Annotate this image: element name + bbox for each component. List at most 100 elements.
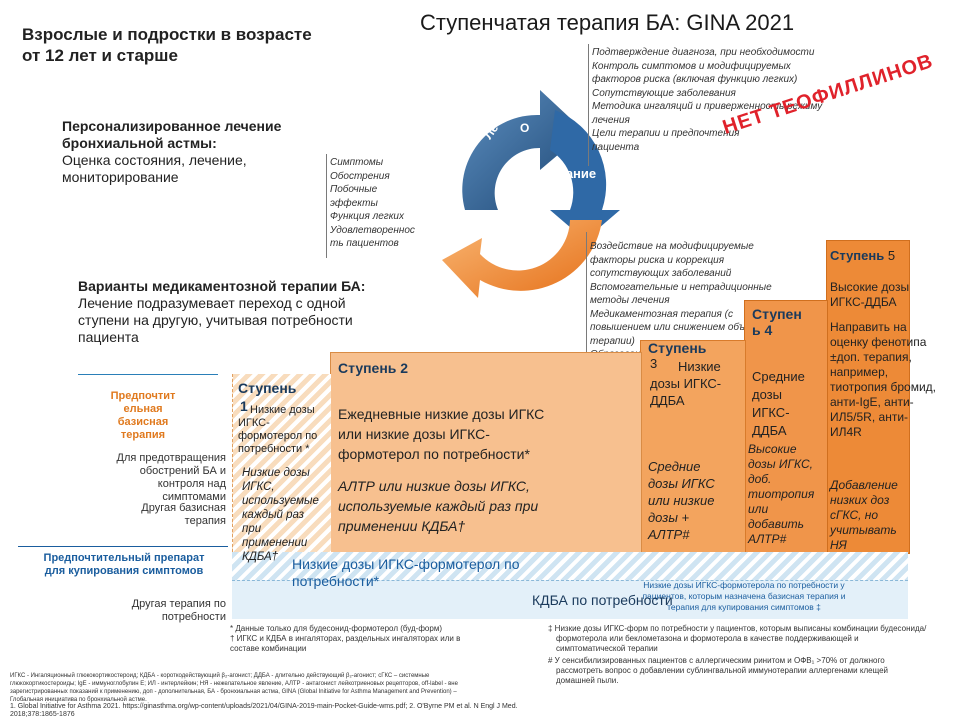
variants-block: Варианты медикаментозной терапии БА: Леч…: [78, 278, 398, 346]
footnote-line: * Данные только для будесонид-формотерол…: [230, 624, 442, 633]
footnote-line: † ИГКС и КДБА в ингаляторах, раздельных …: [230, 634, 461, 643]
step1-other-line: КДБА†: [242, 551, 279, 563]
step5-other-line: низких доз: [830, 493, 890, 507]
step1-preferred-line: потребности *: [238, 443, 310, 455]
step1-other-line: каждый раз: [242, 509, 305, 521]
step4-preferred-line: Средние: [752, 369, 805, 384]
step1-title: Ступень: [238, 380, 296, 396]
step5-other-line: сГКС, но: [830, 508, 879, 522]
preferred-basic-label: Предпочтит ельная базисная терапия: [88, 390, 198, 442]
preferred-reliever-label: Предпочтительный препарат для купировани…: [18, 552, 230, 578]
step4-other-line: АЛТР#: [748, 532, 787, 546]
preferred-basic-line: базисная: [117, 416, 169, 428]
other-reliever-line: потребности: [161, 611, 226, 623]
step5-other-line: Добавление: [830, 478, 898, 492]
step1-other-line: ИГКС,: [242, 481, 275, 493]
reliever-note-line: Низкие дозы ИГКС-формотерола по потребно…: [643, 580, 845, 590]
preferred-basic-line: ельная: [123, 403, 163, 415]
references: 1. Global Initiative for Asthma 2021. ht…: [10, 703, 770, 719]
step5-refer-line: Направить на: [830, 320, 907, 334]
patient-group-heading: Взрослые и подростки в возрасте от 12 ле…: [22, 25, 312, 65]
step1-preferred-line: ИГКС-: [238, 417, 270, 429]
step3-preferred: Низкие дозы ИГКС- ДДБА: [650, 358, 742, 409]
reliever-label-rule: [18, 546, 228, 547]
step3-title: Ступень: [648, 340, 707, 356]
step1-column: [232, 374, 331, 552]
step5-preferred: Высокие дозы ИГКС-ДДБА: [830, 280, 910, 310]
step5-refer-line: ИЛ4R: [830, 425, 862, 439]
assess-item: Сопутствующие заболевания: [592, 87, 736, 99]
step1-other-line: применении: [242, 537, 308, 549]
reliever-note-line: терапия для купирования симптомов ‡: [667, 602, 821, 612]
step1-other-line: при: [242, 523, 262, 535]
footnote-line: симптоматической терапии: [556, 644, 658, 653]
step2-other: АЛТР или низкие дозы ИГКС, используемые …: [338, 476, 638, 536]
preferred-basic-line: терапия: [120, 429, 166, 441]
treat-item: терапии): [590, 335, 635, 347]
footnote-line: домашней пыли.: [556, 676, 619, 685]
other-reliever-band: [232, 580, 908, 619]
variants-underline: [78, 374, 218, 375]
reliever-note: Низкие дозы ИГКС-формотерола по потребно…: [620, 580, 868, 613]
step3-preferred-line: ДДБА: [650, 393, 685, 408]
step5-refer: Направить на оценку фенотипа ±доп. терап…: [830, 320, 940, 440]
orange-cycle-arrow: [442, 220, 602, 298]
prevent-line: симптомами: [162, 491, 226, 503]
step3-other: Средние дозы ИГКС или низкие дозы + АЛТР…: [648, 458, 740, 543]
monitor-item: Побочные: [330, 184, 378, 195]
footnotes-right: ‡ Низкие дозы ИГКС-форм по потребности у…: [548, 624, 958, 686]
reliever-line: Низкие дозы ИГКС-формотерол по: [292, 556, 520, 572]
reliever-other-text: КДБА по потребности: [532, 592, 673, 608]
preferred-reliever-line: для купирования симптомов: [44, 565, 204, 577]
assess-item: Контроль симптомов и модифицируемых: [592, 60, 791, 72]
treat-item: Вспомогательные и нетрадиционные: [590, 281, 772, 293]
step4-other-line: тиотропия: [748, 487, 815, 501]
step2-preferred: Ежедневные низкие дозы ИГКС или низкие д…: [338, 404, 638, 464]
other-reliever-line: Другая терапия по: [131, 598, 226, 610]
prevent-line: контроля над: [157, 478, 226, 490]
step5-refer-line: тиотропия бромид,: [830, 380, 936, 394]
step4-column: [744, 300, 828, 554]
reference-line: 2018;378:1865-1876: [10, 711, 75, 718]
step1-preferred: Низкие дозы ИГКС- формотерол по потребно…: [238, 404, 330, 456]
step3-preferred-line: Низкие: [678, 359, 721, 374]
step4-preferred-line: ИГКС-: [752, 405, 790, 420]
step4-title-word: Ступен: [752, 306, 802, 322]
assess-treat-review-cycle: Мо вание Лечение О: [442, 90, 620, 298]
step2-other-line: используемые каждый раз при: [338, 498, 539, 514]
step5-preferred-line: ИГКС-ДДБА: [830, 295, 897, 309]
step5-refer-line: ИЛ5/5R, анти-: [830, 410, 909, 424]
treat-item: Медикаментозная терапия (с: [590, 308, 733, 320]
step2-preferred-line: формотерол по потребности*: [338, 446, 530, 462]
step4-title: Ступен ь 4: [752, 306, 802, 338]
step5-refer-line: ±доп. терапия,: [830, 350, 912, 364]
step1-other: Низкие дозы ИГКС, используемые каждый ра…: [242, 466, 330, 564]
step2-other-line: АЛТР или низкие дозы ИГКС,: [338, 478, 530, 494]
step2-title: Ступень 2: [338, 360, 409, 376]
other-basic-line: Другая базисная: [141, 502, 226, 514]
footnote-line: составе комбинации: [230, 644, 307, 653]
step3-other-line: дозы +: [648, 510, 690, 525]
step4-other-line: или: [748, 502, 769, 516]
footnote-line: рассмотреть вопрос о добавлении сублингв…: [556, 666, 888, 675]
reliever-preferred-text: Низкие дозы ИГКС-формотерол по потребнос…: [292, 556, 622, 590]
step4-other-line: Высокие: [748, 442, 797, 456]
other-reliever-label: Другая терапия по потребности: [80, 598, 226, 624]
step1-preferred-line: формотерол по: [238, 430, 318, 442]
treat-item: сопутствующих заболеваний: [590, 268, 732, 279]
blue-right-arrow: [550, 110, 620, 240]
assess-item: пациента: [592, 141, 640, 153]
step3-preferred-line: дозы ИГКС-: [650, 376, 722, 391]
footnote-line: # У сенсибилизированных пациентов с алле…: [548, 656, 885, 665]
personalized-block: Персонализированное лечение бронхиальной…: [62, 118, 292, 186]
prevent-line: обострений БА и: [139, 465, 226, 477]
cycle-word-monitor: Мо: [442, 180, 461, 195]
cycle-word-right: вание: [558, 166, 596, 181]
step4-preferred: Средние дозы ИГКС- ДДБА: [752, 368, 824, 440]
step1-number: 1: [240, 398, 248, 414]
reliever-note-line: пациентов, которым назначена базисная те…: [642, 591, 846, 601]
cycle-word-o: О: [520, 121, 529, 135]
abbrev-line: ИГКС - Ингаляционный глюкокортикостероид…: [10, 673, 430, 679]
monitor-divider: [326, 154, 327, 258]
slide-title: Ступенчатая терапия БА: GINA 2021: [420, 10, 795, 35]
